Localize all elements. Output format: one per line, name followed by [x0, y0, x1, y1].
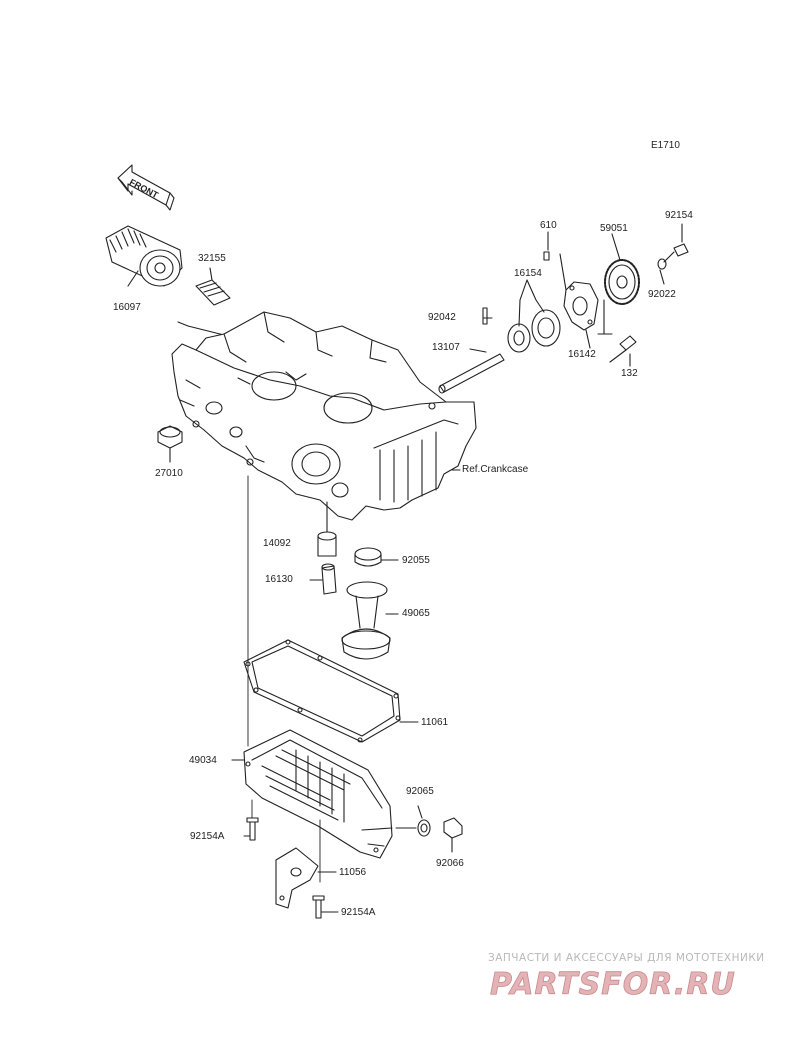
part-label-92154A-pan[interactable]: 92154A: [190, 831, 225, 842]
watermark-logo: PARTSFOR.RU: [490, 967, 736, 1002]
oil-pan-gasket: [243, 639, 419, 743]
bracket: [275, 847, 337, 909]
part-label-92022[interactable]: 92022: [648, 289, 676, 300]
drain-washer-and-plug: [395, 805, 463, 853]
part-label-16154[interactable]: 16154: [514, 268, 542, 279]
bracket-bolt: [312, 895, 339, 919]
oil-pump-cover: [563, 281, 599, 349]
part-label-92042[interactable]: 92042: [428, 312, 456, 323]
oil-strainer: [341, 581, 399, 660]
part-label-92055[interactable]: 92055: [402, 555, 430, 566]
part-label-132[interactable]: 132: [621, 368, 638, 379]
part-label-32155[interactable]: 32155: [198, 253, 226, 264]
dowel-pin: [543, 231, 567, 291]
part-label-92065[interactable]: 92065: [406, 786, 434, 797]
oil-filter-nipple: [195, 267, 231, 306]
watermark-logo-text: PARTSFOR.RU: [490, 967, 736, 1002]
front-arrow-icon: [117, 164, 175, 211]
oil-filter: [105, 225, 183, 287]
part-label-49065[interactable]: 49065: [402, 608, 430, 619]
part-label-92066[interactable]: 92066: [436, 858, 464, 869]
collar: [317, 501, 337, 557]
part-label-27010[interactable]: 27010: [155, 468, 183, 479]
oil-gallery-plug: [157, 425, 183, 463]
ref-crankcase-label: Ref.Crankcase: [462, 464, 529, 475]
crankcase: [171, 311, 477, 521]
part-label-11056[interactable]: 11056: [339, 867, 367, 878]
pump-bolt: [597, 299, 637, 367]
oil-pan: [231, 729, 393, 859]
watermark-tagline: ЗАПЧАСТИ И АКСЕССУАРЫ ДЛЯ МОТОТЕХНИКИ: [488, 952, 765, 964]
pump-shaft: [438, 307, 505, 394]
part-label-92154A-bracket[interactable]: 92154A: [341, 907, 376, 918]
part-label-14092[interactable]: 14092: [263, 538, 291, 549]
diagram-code: E1710: [651, 140, 680, 151]
part-label-49034[interactable]: 49034: [189, 755, 217, 766]
oil-pump-sprocket: [604, 233, 640, 305]
part-label-16142[interactable]: 16142: [568, 349, 596, 360]
oil-pan-bolt: [243, 817, 259, 841]
part-label-11061[interactable]: 11061: [421, 717, 449, 728]
part-label-16097[interactable]: 16097: [113, 302, 141, 313]
part-label-13107[interactable]: 13107: [432, 342, 460, 353]
part-label-610[interactable]: 610: [540, 220, 557, 231]
part-label-59051[interactable]: 59051: [600, 223, 628, 234]
oil-pump-rotor: [507, 279, 561, 353]
washer-and-bolt: [657, 223, 689, 285]
part-label-16130[interactable]: 16130: [265, 574, 293, 585]
part-label-92154[interactable]: 92154: [665, 210, 693, 221]
o-ring: [354, 547, 399, 567]
relief-valve: [309, 563, 337, 595]
